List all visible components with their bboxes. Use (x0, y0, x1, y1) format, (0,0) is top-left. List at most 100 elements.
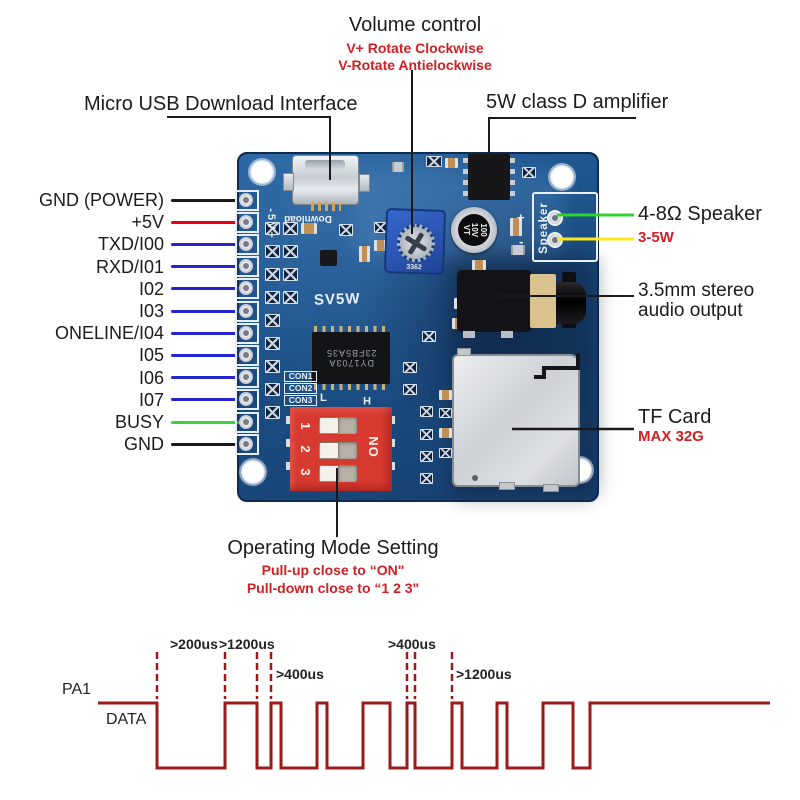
dip-pins (390, 416, 395, 482)
pin-label: I07 (138, 389, 164, 410)
usb-solder-pad (283, 173, 294, 191)
speaker-connector (532, 192, 598, 262)
pin-label: GND (POWER) (39, 190, 164, 210)
smd-component (359, 246, 370, 262)
pin-label: +5V (131, 212, 164, 233)
pin-wire (171, 287, 244, 291)
dip-switch-3 (319, 465, 357, 482)
volume-sub1: V+ Rotate Clockwise (346, 40, 484, 56)
timing-annotation: >1200us (456, 666, 512, 682)
audio-jack-prong (562, 272, 576, 284)
capacitor-marking: 100 10V VT (458, 214, 490, 246)
mounting-hole (550, 165, 574, 189)
tf-screw (472, 475, 478, 481)
tf-sub: MAX 32G (638, 428, 704, 445)
main-ic-pins (314, 384, 388, 390)
tf-latch (534, 375, 546, 379)
dip-pins (286, 416, 291, 482)
pin-hole (235, 411, 259, 433)
tf-card-slot (452, 354, 580, 487)
pin-wire (171, 220, 244, 224)
pin-hole (235, 233, 259, 255)
pin-label: ONELINE/I04 (54, 323, 164, 344)
l-silkscreen: L (320, 392, 327, 404)
smd-component (522, 167, 536, 178)
pin-label: I02 (138, 278, 164, 299)
usb-pins (311, 202, 341, 211)
audio-jack-foot (463, 331, 475, 338)
smd-component (439, 408, 452, 418)
timing-signal-label: PA1 (62, 681, 92, 698)
pin-label: GND (124, 434, 164, 455)
smd-component (265, 383, 280, 396)
smd-component (420, 429, 433, 440)
smd-component (392, 162, 404, 172)
pin-hole (235, 322, 259, 344)
pin-label: TXD/I00 (97, 234, 164, 255)
speaker-pad-negative (547, 232, 563, 248)
pin-hole (235, 389, 259, 411)
mode-title: Operating Mode Setting (227, 537, 439, 559)
dip-switch-2 (319, 442, 357, 459)
audio-jack-plate (530, 274, 556, 328)
pin-hole (235, 433, 259, 455)
smd-component (265, 360, 280, 373)
dip-switch-1 (319, 417, 357, 434)
download-silkscreen: Download (284, 213, 332, 224)
mounting-hole (250, 160, 274, 184)
smd-component (265, 314, 280, 327)
speaker-silkscreen: Speaker (538, 202, 550, 254)
pin-hole (235, 367, 259, 389)
speaker-minus-silkscreen: - (519, 234, 524, 249)
speaker-title: 4-8Ω Speaker (638, 203, 762, 225)
smd-component (320, 250, 337, 266)
con2-silkscreen: CON2 (284, 383, 317, 394)
mounting-hole (241, 460, 265, 484)
smd-component (422, 331, 436, 342)
pin-wire (171, 420, 244, 424)
main-ic-marking: DY1703A 23FB5A35 (325, 348, 377, 368)
pin-wire (171, 198, 244, 202)
pin-hole (235, 189, 259, 211)
speaker-plus-silkscreen: + (517, 210, 525, 225)
amplifier-ic (468, 154, 510, 200)
smd-component (283, 245, 298, 258)
pin-hole (235, 344, 259, 366)
usb-solder-pad (359, 174, 370, 192)
pin-wire (171, 442, 244, 446)
timing-annotation: >400us (276, 666, 324, 682)
pin-wire (171, 376, 244, 380)
smd-component (283, 268, 298, 281)
smd-component (445, 158, 458, 168)
tf-latch (542, 366, 580, 370)
smd-component (511, 245, 525, 255)
timing-bus-label: DATA (106, 711, 147, 728)
smd-component (265, 291, 280, 304)
pin-label: BUSY (114, 412, 164, 432)
pcb-board: Download -5V+ 3362 100 10V VT + (237, 152, 599, 502)
power-rail-silkscreen: -5V+ (265, 208, 277, 240)
pin-wire (171, 398, 244, 402)
potentiometer-screw (396, 223, 436, 263)
main-ic: DY1703A 23FB5A35 (312, 332, 390, 384)
pin-wire (171, 309, 244, 313)
smd-component (265, 406, 280, 419)
audio-title-line1: 3.5mm stereo (638, 280, 755, 301)
pin-label: RXD/I01 (95, 256, 164, 277)
mode-sub2: Pull-down close to “1 2 3" (246, 580, 420, 596)
volume-sub2: V-Rotate Antielockwise (338, 57, 492, 73)
dip-on-label: ON (366, 435, 381, 457)
pin-hole (235, 256, 259, 278)
volume-potentiometer: 3362 (383, 207, 447, 276)
audio-jack-foot (501, 331, 513, 338)
timing-annotation: >400us (388, 636, 436, 652)
mode-sub1: Pull-up close to “ON" (261, 562, 405, 578)
volume-title: Volume control (348, 14, 482, 36)
pin-wire (171, 353, 244, 357)
pin-label: I03 (138, 301, 164, 321)
smd-component (439, 448, 452, 458)
audio-title-line2: audio output (638, 300, 743, 321)
smd-component (439, 390, 452, 400)
dip-digit-2: 2 (298, 445, 313, 453)
